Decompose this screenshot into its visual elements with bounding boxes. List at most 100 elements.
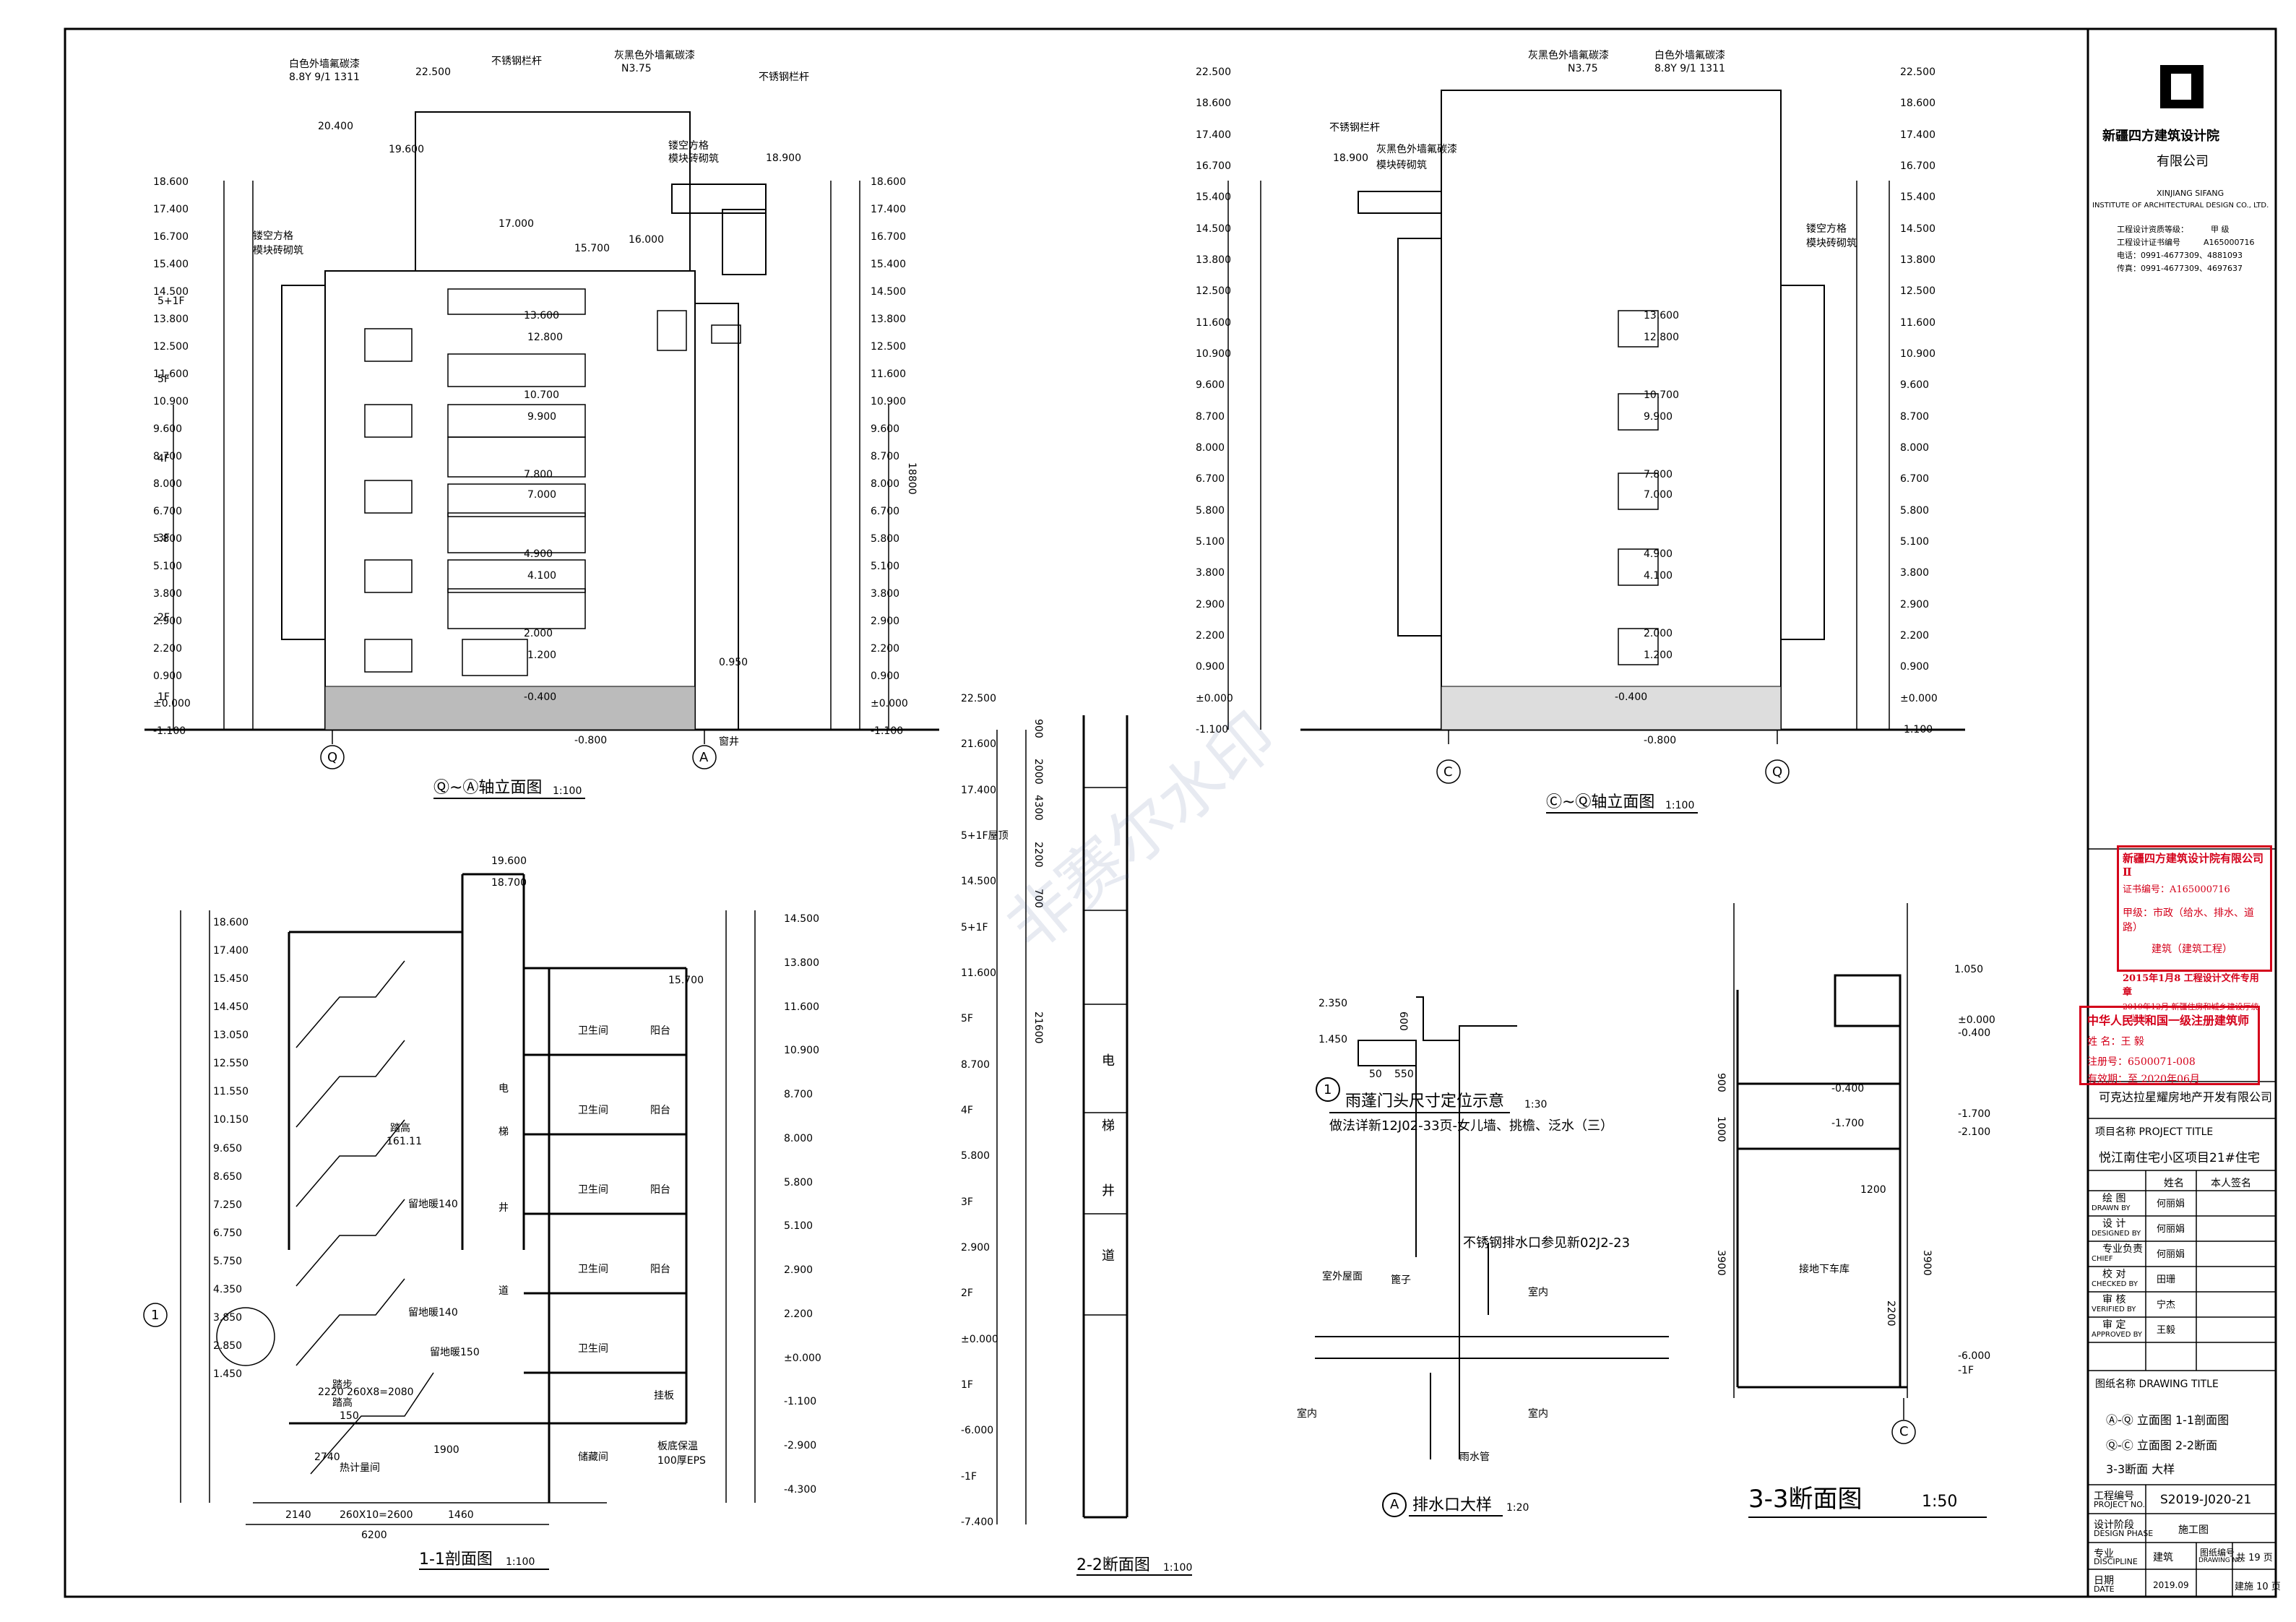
level-label: 16.700 xyxy=(1900,160,1935,172)
level-label: 19.600 xyxy=(491,855,527,867)
level-label: 14.500 xyxy=(1900,223,1935,235)
left-elev-note-4: 灰黑色外墙氟碳漆 xyxy=(614,50,695,61)
sign-header-name: 姓名 xyxy=(2164,1178,2184,1189)
project-title: 悦江南住宅小区项目21#住宅 xyxy=(2099,1151,2260,1165)
left-elev-window-well: 窗井 xyxy=(719,736,739,748)
level-label: 16.700 xyxy=(871,231,906,243)
role-en: CHIEF xyxy=(2092,1255,2113,1263)
level-label: 5.800 xyxy=(153,533,183,545)
level-label: ±0.000 xyxy=(1958,1014,1995,1026)
level-label: 5.800 xyxy=(1196,504,1225,517)
level-label: 8.700 xyxy=(1196,410,1225,423)
level-label: 2.200 xyxy=(1900,630,1930,642)
drain-label-5: 室内 xyxy=(1297,1408,1317,1420)
right-elevation-scale: 1:100 xyxy=(1665,800,1695,811)
level-label: 2.200 xyxy=(1196,630,1225,642)
level-label: 3.800 xyxy=(871,588,900,600)
right-elev-note-5: 不锈钢栏杆 xyxy=(1329,122,1380,134)
left-elevation-title: Ⓠ~Ⓐ轴立面图 xyxy=(433,779,543,797)
right-elev-note-8: 镂空方格 xyxy=(1806,223,1847,235)
architect-stamp: 中华人民共和国一级注册建筑师 姓 名：王 毅 注册号：6500071-008 有… xyxy=(2079,1006,2260,1085)
dimension: 260X8=2080 xyxy=(347,1386,414,1398)
level-label: 12.500 xyxy=(153,341,189,353)
right-elev-note-4: 8.8Y 9/1 1311 xyxy=(1654,63,1725,74)
level-label: -1.100 xyxy=(871,725,904,737)
level-label: 2.900 xyxy=(784,1264,813,1277)
left-elev-total-height: 18800 xyxy=(906,462,918,495)
inner-level-label: -0.400 xyxy=(524,691,557,703)
left-floor-label-1: 5+1F xyxy=(157,296,185,307)
level-label: 1.450 xyxy=(213,1368,243,1380)
canopy-detail-title: 雨蓬门头尺寸定位示意 xyxy=(1345,1092,1505,1110)
drain-label-7: 雨水管 xyxy=(1459,1451,1490,1463)
level-label: 14.450 xyxy=(213,1001,249,1014)
section-label: 踏步 xyxy=(332,1379,353,1391)
company-sub: 有限公司 xyxy=(2157,154,2209,169)
section-3-scale: 1:50 xyxy=(1922,1493,1958,1511)
inner-level-label: -0.800 xyxy=(1644,735,1677,746)
level-label: 14.500 xyxy=(153,286,189,298)
level-label: 0.900 xyxy=(153,670,183,682)
level-label: 6.700 xyxy=(1196,473,1225,486)
role-name: 田珊 xyxy=(2157,1274,2176,1285)
inner-level-label: 4.100 xyxy=(1644,570,1673,582)
level-label: 15.400 xyxy=(1196,191,1231,204)
dimension: 1200 xyxy=(1860,1184,1886,1196)
level-label: 4.350 xyxy=(213,1283,243,1295)
level-label: -1F xyxy=(961,1470,977,1483)
room-label: 阳台 xyxy=(650,1105,670,1116)
left-floor-label-4: 3F xyxy=(157,532,170,544)
level-label: 6.700 xyxy=(1900,473,1930,486)
role-en: CHECKED BY xyxy=(2092,1280,2138,1288)
drain-detail-title: 排水口大样 xyxy=(1412,1496,1493,1514)
canopy-dim-3: 600 xyxy=(1397,1011,1409,1031)
certificate-value: A165000716 xyxy=(2204,238,2255,247)
level-label: ±0.000 xyxy=(961,1333,998,1345)
drain-label-2: 室外屋面 xyxy=(1322,1271,1363,1282)
dimension: 900 xyxy=(1032,719,1044,738)
level-label: 22.500 xyxy=(961,693,996,704)
inner-level-label: 9.900 xyxy=(527,411,557,423)
role-name: 王毅 xyxy=(2157,1325,2176,1336)
room-label: 阳台 xyxy=(650,1264,670,1275)
company-name-cn: 新疆四方建筑设计院 xyxy=(2102,129,2219,144)
level-label: 5+1F屋顶 xyxy=(961,830,1009,842)
section-label: 挂板 xyxy=(654,1390,674,1402)
drawing-no-label: 图纸编号 xyxy=(2200,1548,2235,1558)
level-label: 4F xyxy=(961,1105,973,1116)
left-elev-note-8: 模块砖砌筑 xyxy=(253,245,303,256)
level-label: 5.800 xyxy=(871,533,900,545)
inner-level-label: 12.800 xyxy=(527,332,563,343)
date-label-en: DATE xyxy=(2094,1584,2115,1594)
level-label: 8.000 xyxy=(1900,442,1930,454)
discipline: 建筑 xyxy=(2153,1552,2173,1563)
level-label: -1.100 xyxy=(1196,724,1229,735)
discipline-label-en: DISCIPLINE xyxy=(2094,1557,2138,1566)
section-3-label: 接地下车库 xyxy=(1799,1264,1850,1275)
level-label: 2.900 xyxy=(1196,598,1225,611)
role-cn: 审 定 xyxy=(2102,1319,2126,1331)
level-label: 13.800 xyxy=(1900,254,1935,266)
level-label: 3F xyxy=(961,1196,973,1208)
room-label: 卫生间 xyxy=(578,1105,608,1116)
canopy-dim-1: 50 xyxy=(1369,1069,1382,1080)
level-label: 5.100 xyxy=(1196,536,1225,548)
level-label: -1.700 xyxy=(1958,1108,1991,1120)
level-label: 18.600 xyxy=(153,176,189,188)
section-label: 留地暖150 xyxy=(430,1347,480,1358)
level-label: 0.900 xyxy=(1196,661,1225,673)
level-label: -1.100 xyxy=(153,725,186,737)
company-name-en-2: INSTITUTE OF ARCHITECTURAL DESIGN CO., L… xyxy=(2092,202,2269,210)
level-label: 17.400 xyxy=(871,204,906,215)
canopy-detail-note: 做法详新12J02-33页-女儿墙、挑檐、泛水（三） xyxy=(1329,1118,1614,1134)
inner-level-label: 4.900 xyxy=(1644,548,1673,560)
inner-level-label: 7.000 xyxy=(527,489,557,501)
sign-header-signature: 本人签名 xyxy=(2211,1178,2251,1189)
room-label: 卫生间 xyxy=(578,1343,608,1355)
level-label: -1.100 xyxy=(784,1396,817,1408)
level-label: 8.000 xyxy=(153,478,183,490)
level-label: 9.600 xyxy=(871,423,900,435)
level-label: 5.750 xyxy=(213,1255,243,1267)
left-floor-label-6: 1F xyxy=(157,691,170,703)
